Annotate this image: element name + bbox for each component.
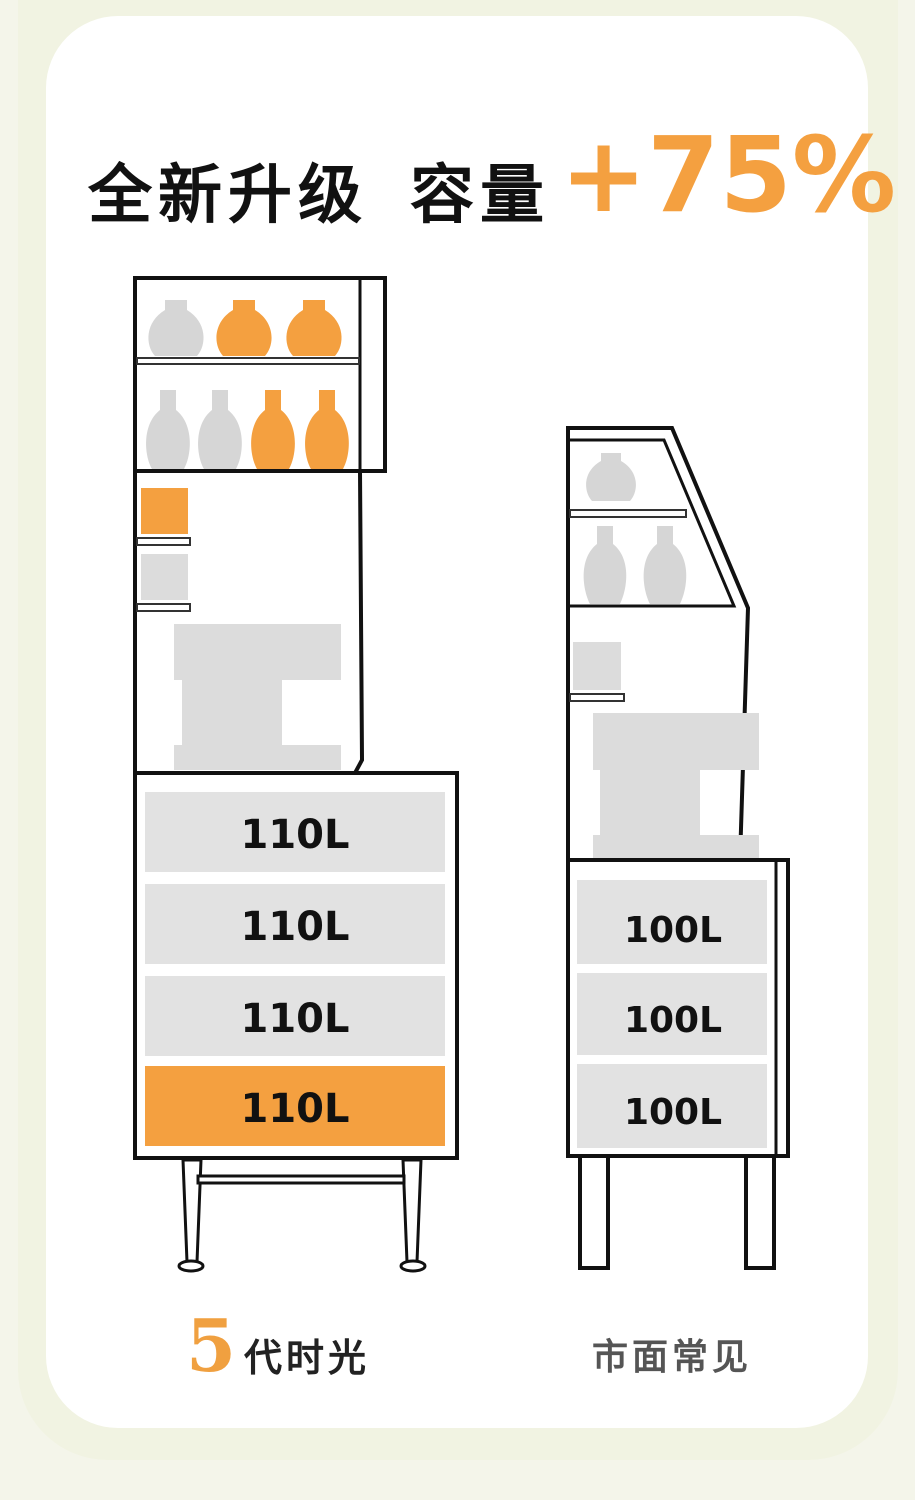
left-drawer-3-label: 110L xyxy=(241,996,350,1042)
coffee-machine-icon xyxy=(593,713,759,858)
left-drawer-4 xyxy=(145,1066,445,1146)
storage-box-icon xyxy=(141,554,188,600)
right-drawer-1-label: 100L xyxy=(624,910,722,951)
right-drawer-3-label: 100L xyxy=(624,1092,722,1133)
coffee-machine-icon xyxy=(174,624,341,770)
vase-icon xyxy=(643,526,687,604)
right-leg xyxy=(578,1154,610,1270)
right-leg xyxy=(744,1154,776,1270)
vase-icon xyxy=(216,300,272,356)
right-drawer-2-label: 100L xyxy=(624,1000,722,1041)
headline-part1: 全新升级 xyxy=(88,159,368,233)
left-foot xyxy=(177,1259,205,1273)
left-caption-number: 5 xyxy=(186,1303,237,1388)
vase-icon xyxy=(583,526,627,604)
left-drawer-2-label: 110L xyxy=(241,904,350,950)
vase-icon xyxy=(586,453,636,501)
right-caption-text: 市面常见 xyxy=(592,1337,753,1378)
left-drawer-4-label: 110L xyxy=(241,1086,350,1132)
wall-shelf xyxy=(136,603,191,612)
vase-icon xyxy=(286,300,342,356)
headline: 全新升级 容量 +75% xyxy=(88,114,896,240)
vase-icon xyxy=(251,390,295,469)
left-cabinet: 110L 110L 110L 110L xyxy=(133,276,459,1273)
storage-box-icon xyxy=(141,488,188,534)
headline-highlight: +75% xyxy=(560,114,897,236)
vase-icon xyxy=(148,300,204,356)
left-leg xyxy=(401,1158,423,1264)
right-case-shelf xyxy=(569,509,687,518)
vase-icon xyxy=(146,390,190,469)
left-drawer-2 xyxy=(145,884,445,964)
wall-shelf xyxy=(136,537,191,546)
left-case-shelf xyxy=(136,357,360,365)
left-caption-text: 代时光 xyxy=(244,1336,371,1380)
vase-icon xyxy=(305,390,349,469)
storage-box-icon xyxy=(573,642,621,690)
left-foot xyxy=(399,1259,427,1273)
left-drawer-3 xyxy=(145,976,445,1056)
wall-shelf xyxy=(569,693,625,702)
left-drawer-1 xyxy=(145,792,445,872)
right-cabinet: 100L 100L 100L xyxy=(566,426,790,1270)
right-drawer-2 xyxy=(577,973,767,1055)
headline-part2: 容量 xyxy=(410,159,550,233)
right-drawer-3 xyxy=(577,1064,767,1148)
left-leg-crossbar xyxy=(196,1174,406,1185)
left-drawer-1-label: 110L xyxy=(241,812,350,858)
right-case-glass xyxy=(570,438,737,608)
right-drawer-1 xyxy=(577,880,767,964)
vase-icon xyxy=(198,390,242,469)
